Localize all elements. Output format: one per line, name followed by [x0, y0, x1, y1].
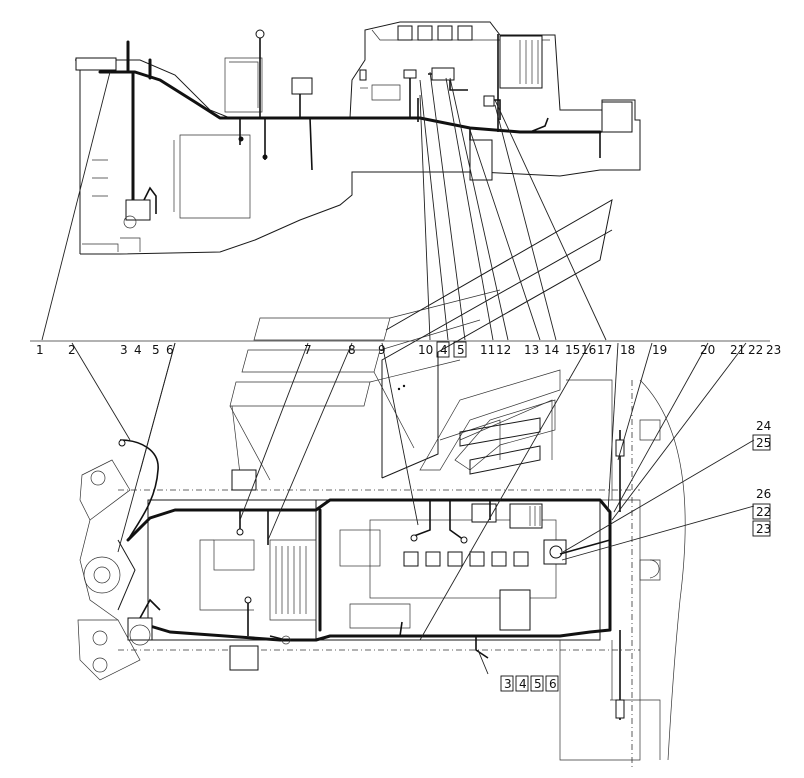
callout-1: 1 [36, 343, 44, 357]
callout-9: 9 [378, 343, 386, 357]
callout-5-boxed: 5 [457, 343, 465, 357]
callout-14: 14 [544, 343, 559, 357]
cab-panels [229, 199, 613, 481]
callout-4: 4 [134, 343, 142, 357]
leader-lines [30, 71, 770, 675]
callout-18: 18 [620, 343, 635, 357]
callout-2: 2 [68, 343, 76, 357]
side-view [75, 21, 641, 255]
callout-22-boxed: 22 [756, 505, 771, 519]
callout-23-boxed: 23 [756, 522, 771, 536]
callout-3-boxed: 3 [504, 677, 512, 691]
callout-12: 12 [496, 343, 511, 357]
callout-7: 7 [304, 343, 312, 357]
callout-labels: 1 2 3 4 5 6 7 8 9 10 4 5 11 12 13 14 15 … [36, 341, 781, 692]
callout-16: 16 [581, 343, 596, 357]
callout-23: 23 [766, 343, 781, 357]
callout-21: 21 [730, 343, 745, 357]
plan-view [77, 379, 686, 770]
callout-6: 6 [166, 343, 174, 357]
callout-25-boxed: 25 [756, 436, 771, 450]
callout-26: 26 [756, 487, 771, 501]
callout-15: 15 [565, 343, 580, 357]
callout-11: 11 [480, 343, 495, 357]
callout-19: 19 [652, 343, 667, 357]
callout-24: 24 [756, 419, 771, 433]
callout-5: 5 [152, 343, 160, 357]
callout-4-boxed-bottom: 4 [519, 677, 527, 691]
callout-5-boxed-bottom: 5 [534, 677, 542, 691]
callout-4-boxed: 4 [440, 343, 448, 357]
callout-3: 3 [120, 343, 128, 357]
callout-22: 22 [748, 343, 763, 357]
callout-20: 20 [700, 343, 715, 357]
callout-8: 8 [348, 343, 356, 357]
callout-10: 10 [418, 343, 433, 357]
callout-13: 13 [524, 343, 539, 357]
callout-17: 17 [597, 343, 612, 357]
callout-6-boxed: 6 [549, 677, 557, 691]
